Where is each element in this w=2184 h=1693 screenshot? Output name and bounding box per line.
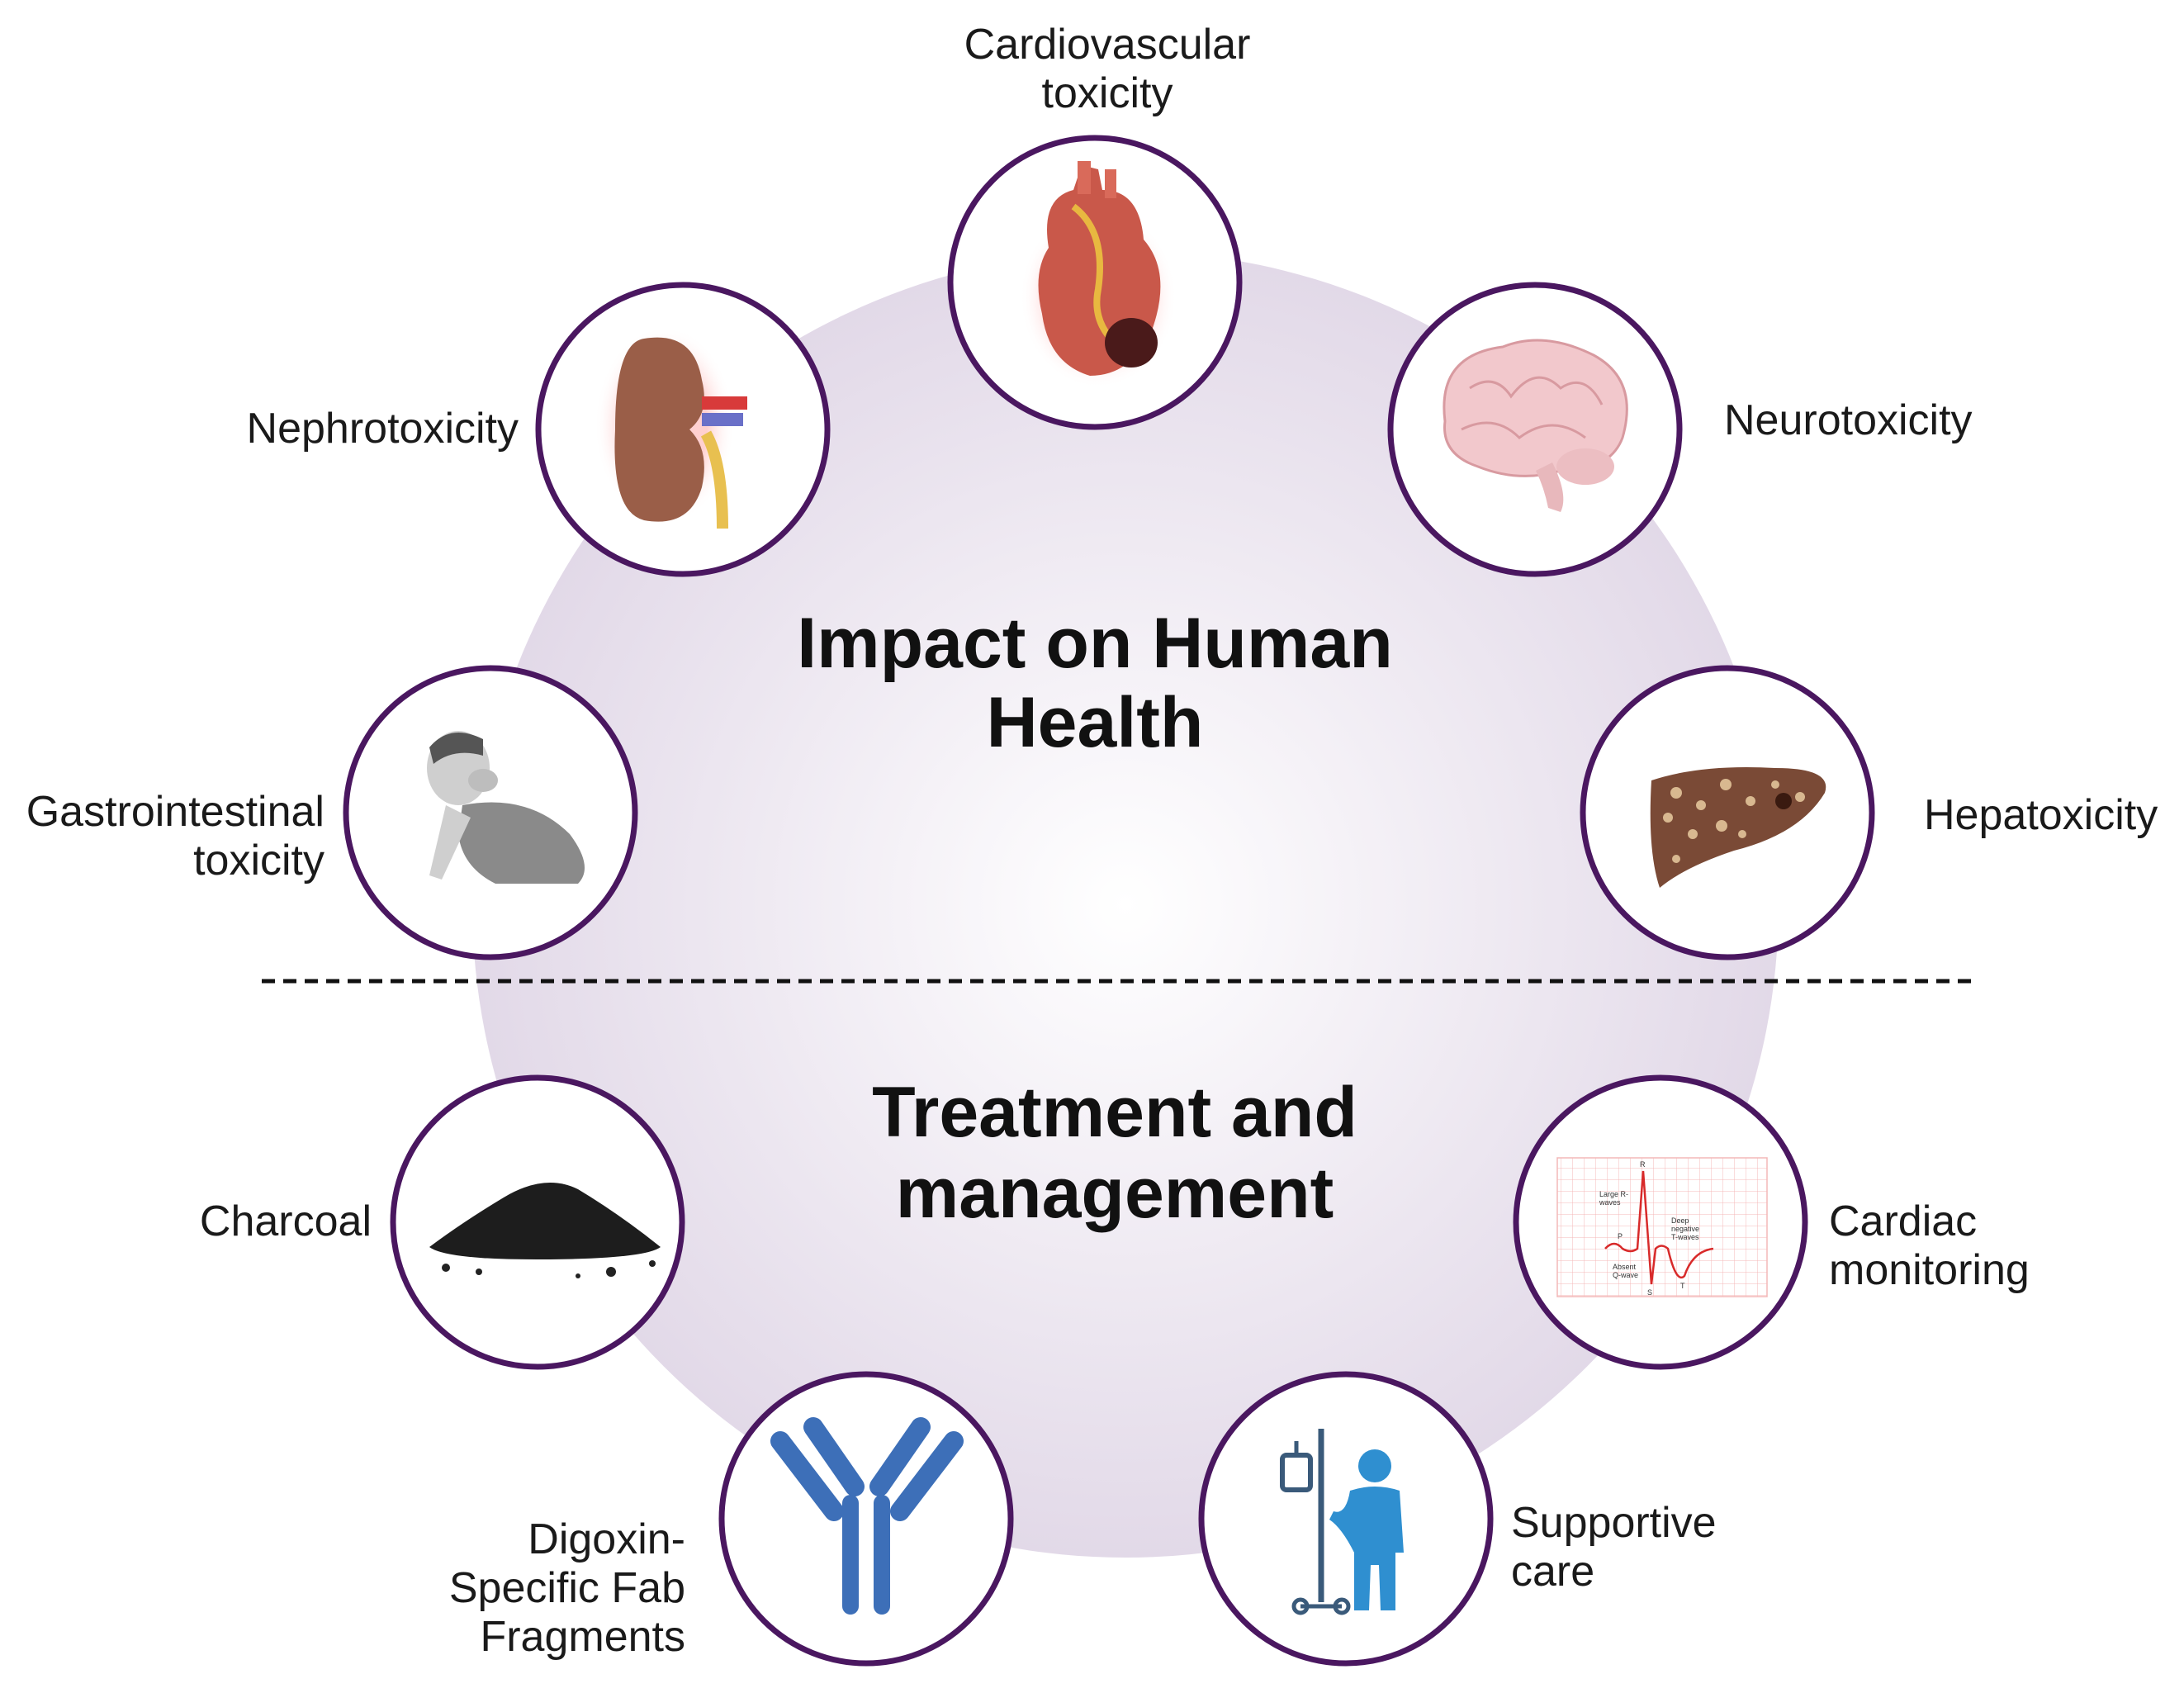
impact-title-line1: Impact on Human (797, 604, 1393, 683)
ecg-label-large-r: Large R- (1599, 1190, 1628, 1198)
node-neurotoxicity (1387, 282, 1683, 577)
label-cardiovascular-line1: Cardiovascular (964, 21, 1251, 69)
impact-title-line2: Health (987, 683, 1204, 762)
kidney-icon (595, 326, 747, 529)
node-cardiac-monitoring: R S P T Large R- waves Absent Q-wave Dee… (1513, 1074, 1808, 1370)
label-fab-line2: Specific Fab (449, 1564, 685, 1612)
ecg-label-t: T (1680, 1282, 1685, 1290)
node-nephrotoxicity (535, 282, 831, 577)
ecg-label-r: R (1640, 1160, 1646, 1169)
label-cardiac-monitoring-line2: monitoring (1829, 1246, 2030, 1294)
node-charcoal (390, 1074, 685, 1370)
ecg-label-s: S (1647, 1288, 1652, 1297)
treatment-title-line1: Treatment and (872, 1073, 1357, 1152)
label-cardiac-monitoring-line1: Cardiac (1829, 1197, 1977, 1245)
label-cardiovascular-line2: toxicity (1042, 69, 1173, 117)
ecg-label-large-r-2: waves (1599, 1198, 1621, 1207)
treatment-title-line2: management (896, 1154, 1334, 1233)
ecg-label-deep-t-2: negative (1671, 1225, 1699, 1233)
liver-icon (1650, 767, 1826, 888)
antibody-icon (770, 1417, 964, 1615)
label-fab-line3: Fragments (480, 1613, 685, 1661)
ecg-label-p: P (1618, 1232, 1623, 1240)
ecg-label-absent-q: Absent (1613, 1263, 1637, 1271)
label-gastrointestinal-line1: Gastrointestinal (26, 788, 325, 836)
node-supportive-care (1198, 1371, 1494, 1667)
patient-iv-icon (1280, 1429, 1404, 1615)
label-fab-line1: Digoxin- (528, 1515, 685, 1563)
ecg-label-deep-t: Deep (1671, 1216, 1689, 1225)
node-fab-fragments (718, 1371, 1014, 1667)
ecg-label-absent-q-2: Q-wave (1613, 1271, 1638, 1279)
heart-icon (1020, 161, 1177, 388)
node-cardiovascular (947, 135, 1243, 430)
background-circle (472, 251, 1779, 1558)
label-supportive-care-line1: Supportive (1511, 1499, 1717, 1547)
node-gastrointestinal (343, 665, 638, 960)
label-supportive-care-line2: care (1511, 1548, 1594, 1596)
label-nephrotoxicity: Nephrotoxicity (247, 405, 519, 453)
label-charcoal: Charcoal (200, 1197, 372, 1245)
ecg-chart-icon: R S P T Large R- waves Absent Q-wave Dee… (1556, 1157, 1768, 1297)
nauseous-person-icon (427, 731, 585, 884)
label-hepatoxicity: Hepatoxicity (1924, 791, 2158, 839)
label-gastrointestinal-line2: toxicity (193, 837, 325, 884)
label-neurotoxicity: Neurotoxicity (1724, 396, 1973, 444)
node-hepatoxicity (1580, 665, 1875, 960)
charcoal-pile-icon (429, 1183, 661, 1278)
brain-icon (1443, 339, 1628, 512)
ecg-label-deep-t-3: T-waves (1671, 1233, 1699, 1241)
